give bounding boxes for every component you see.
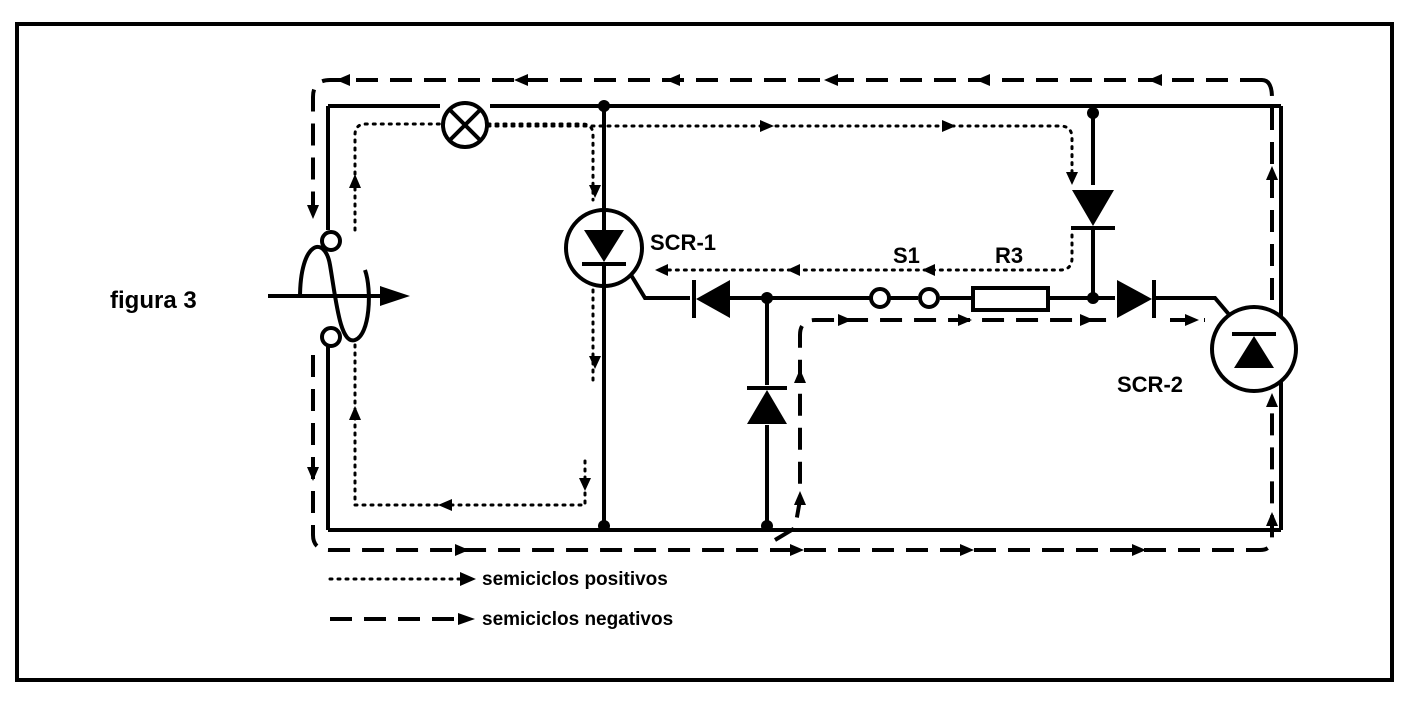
positive-current-path bbox=[353, 122, 1074, 507]
junction-dots bbox=[598, 100, 1099, 532]
legend: semiciclos positivos semiciclos negativo… bbox=[328, 569, 673, 630]
diode-scr2-gate bbox=[1117, 280, 1156, 318]
figure-label: figura 3 bbox=[110, 287, 197, 314]
resistor-label: R3 bbox=[995, 243, 1023, 268]
legend-dashed-arrow bbox=[458, 613, 475, 625]
diode-gate-scr1 bbox=[692, 280, 730, 318]
scr2-symbol bbox=[1210, 305, 1298, 393]
negative-path-arrows bbox=[307, 74, 1278, 556]
ac-source-icon bbox=[268, 230, 410, 348]
scr1-label: SCR-1 bbox=[650, 230, 716, 255]
lamp-icon bbox=[441, 101, 489, 149]
negative-current-path bbox=[311, 78, 1274, 552]
figure-frame bbox=[15, 22, 1394, 682]
legend-positive-label: semiciclos positivos bbox=[482, 569, 668, 590]
diode-upper-right bbox=[1071, 190, 1115, 230]
switch-label: S1 bbox=[893, 243, 920, 268]
legend-dotted-arrow bbox=[460, 572, 476, 586]
resistor-r3 bbox=[971, 286, 1050, 312]
scr1-symbol bbox=[564, 208, 644, 288]
scr2-label: SCR-2 bbox=[1117, 372, 1183, 397]
positive-path-arrows bbox=[349, 120, 1078, 511]
circuit-wires bbox=[326, 104, 1283, 532]
switch-s1 bbox=[869, 287, 940, 309]
diode-vertical bbox=[747, 386, 787, 424]
legend-negative-label: semiciclos negativos bbox=[482, 609, 673, 630]
